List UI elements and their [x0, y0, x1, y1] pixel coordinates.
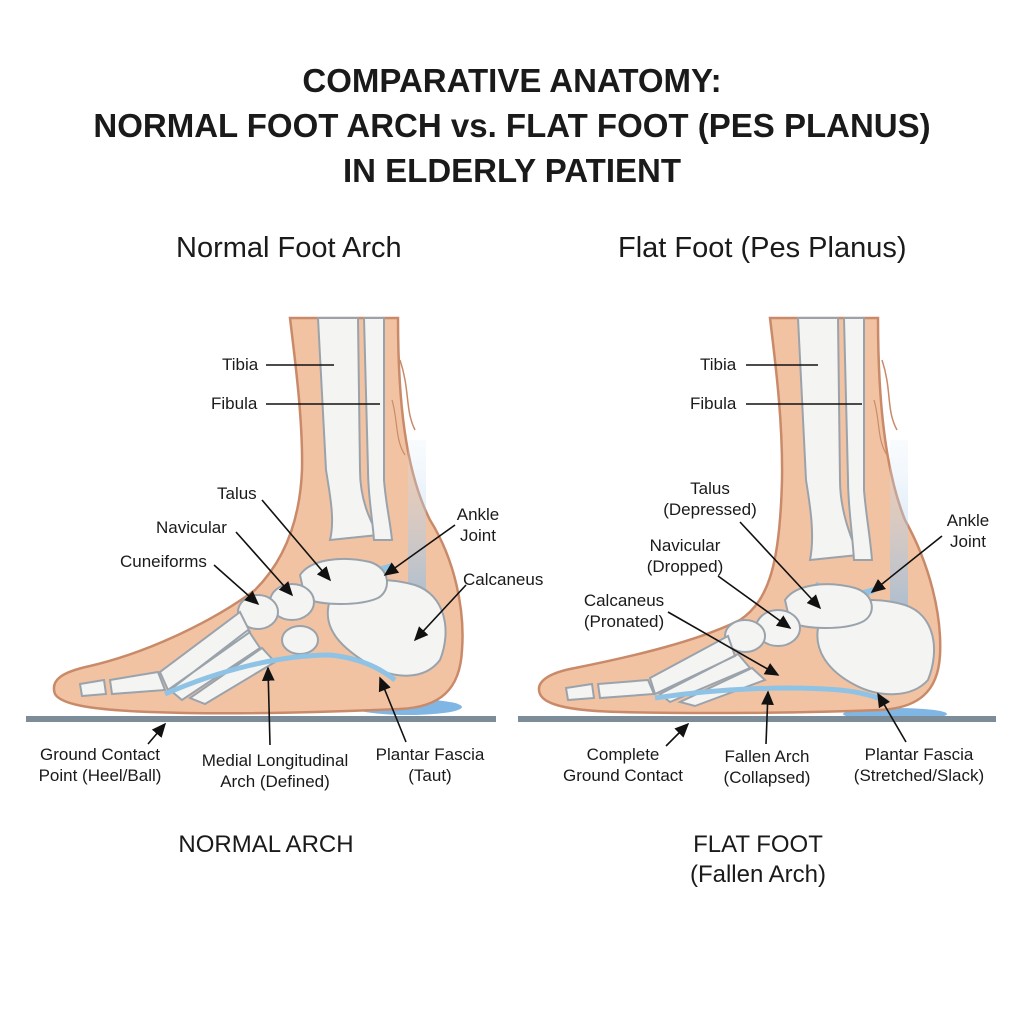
flat-label-ground-line-2: Ground Contact: [562, 766, 683, 785]
normal-label-ground-line-1: Ground Contact: [39, 745, 160, 764]
flat-foot: [518, 316, 996, 722]
flat-label-navicular-line-1: Navicular: [649, 536, 721, 555]
flat-label-talus-line-2: (Depressed): [663, 500, 757, 519]
normal-label-arch-line-1: Medial Longitudinal: [201, 751, 349, 770]
flat-label-ankle-joint: Ankle Joint: [938, 510, 998, 552]
flat-leader-lines: [665, 364, 943, 747]
normal-label-fascia-line-1: Plantar Fascia: [375, 745, 485, 764]
normal-label-ankle-joint: Ankle Joint: [448, 504, 508, 546]
flat-label-navicular-line-2: (Dropped): [646, 557, 724, 576]
normal-label-calcaneus: Calcaneus: [463, 570, 544, 589]
normal-fibula-bone: [362, 317, 394, 541]
normal-label-ground-line-2: Point (Heel/Ball): [38, 766, 162, 785]
flat-footer-label: FLAT FOOT (Fallen Arch): [660, 830, 856, 890]
flat-label-calcaneus: Calcaneus (Pronated): [572, 590, 676, 632]
normal-ground-line: [26, 716, 496, 722]
normal-foot: [26, 316, 496, 722]
flat-label-fascia-line-1: Plantar Fascia: [864, 745, 974, 764]
flat-cuneiform-bone: [724, 619, 766, 653]
normal-label-ankle-line-2: Joint: [460, 526, 496, 545]
flat-label-tibia: Tibia: [700, 355, 737, 374]
flat-tibia-bone: [796, 317, 860, 562]
normal-label-tibia: Tibia: [222, 355, 259, 374]
flat-label-talus-line-1: Talus: [690, 479, 730, 498]
flat-label-ground-line-1: Complete: [586, 745, 660, 764]
normal-leader-lines: [147, 364, 467, 746]
flat-phalanges: [564, 678, 656, 702]
flat-label-fallen-arch: Fallen Arch (Collapsed): [712, 746, 822, 788]
flat-fibula-bone: [842, 317, 874, 561]
flat-label-ground-contact: Complete Ground Contact: [552, 744, 694, 786]
flat-label-fibula: Fibula: [690, 394, 737, 413]
normal-metatarsals: [158, 610, 277, 706]
flat-label-arch-line-2: (Collapsed): [723, 768, 811, 787]
flat-label-navicular: Navicular (Dropped): [630, 535, 740, 577]
normal-label-fascia-line-2: (Taut): [408, 766, 452, 785]
flat-label-ankle-line-2: Joint: [950, 532, 986, 551]
normal-phalanges: [78, 670, 167, 698]
flat-label-ankle-line-1: Ankle: [946, 511, 990, 530]
normal-label-cuneiforms: Cuneiforms: [120, 552, 207, 571]
flat-ground-line: [518, 716, 996, 722]
flat-label-arch-line-1: Fallen Arch: [724, 747, 810, 766]
normal-label-ankle-line-1: Ankle: [456, 505, 500, 524]
normal-footer-label: NORMAL ARCH: [178, 831, 354, 858]
flat-label-fascia-line-2: (Stretched/Slack): [853, 766, 985, 785]
normal-label-medial-arch: Medial Longitudinal Arch (Defined): [190, 750, 360, 792]
left-panel-title: Normal Foot Arch: [176, 232, 402, 264]
flat-label-talus: Talus (Depressed): [655, 478, 765, 520]
flat-footer-line-2: (Fallen Arch): [689, 861, 827, 888]
flat-plantar-fascia: [654, 685, 890, 705]
main-title-line-3: IN ELDERLY PATIENT: [343, 152, 681, 189]
normal-plantar-fascia: [164, 652, 397, 697]
main-title: COMPARATIVE ANATOMY: NORMAL FOOT ARCH vs…: [0, 58, 1024, 193]
flat-label-calcaneus-line-2: (Pronated): [583, 612, 665, 631]
main-title-line-2: NORMAL FOOT ARCH vs. FLAT FOOT (PES PLAN…: [93, 107, 931, 144]
flat-label-calcaneus-line-1: Calcaneus: [583, 591, 665, 610]
normal-label-ground-contact: Ground Contact Point (Heel/Ball): [30, 744, 170, 786]
main-title-line-1: COMPARATIVE ANATOMY:: [302, 62, 722, 99]
normal-label-arch-line-2: Arch (Defined): [220, 772, 330, 791]
right-panel-title: Flat Foot (Pes Planus): [618, 232, 907, 264]
flat-label-plantar-fascia: Plantar Fascia (Stretched/Slack): [846, 744, 992, 786]
normal-label-talus: Talus: [217, 484, 257, 503]
normal-label-navicular: Navicular: [156, 518, 227, 537]
normal-label-fibula: Fibula: [211, 394, 258, 413]
normal-label-plantar-fascia: Plantar Fascia (Taut): [364, 744, 496, 786]
flat-footer-line-1: FLAT FOOT: [693, 831, 823, 858]
